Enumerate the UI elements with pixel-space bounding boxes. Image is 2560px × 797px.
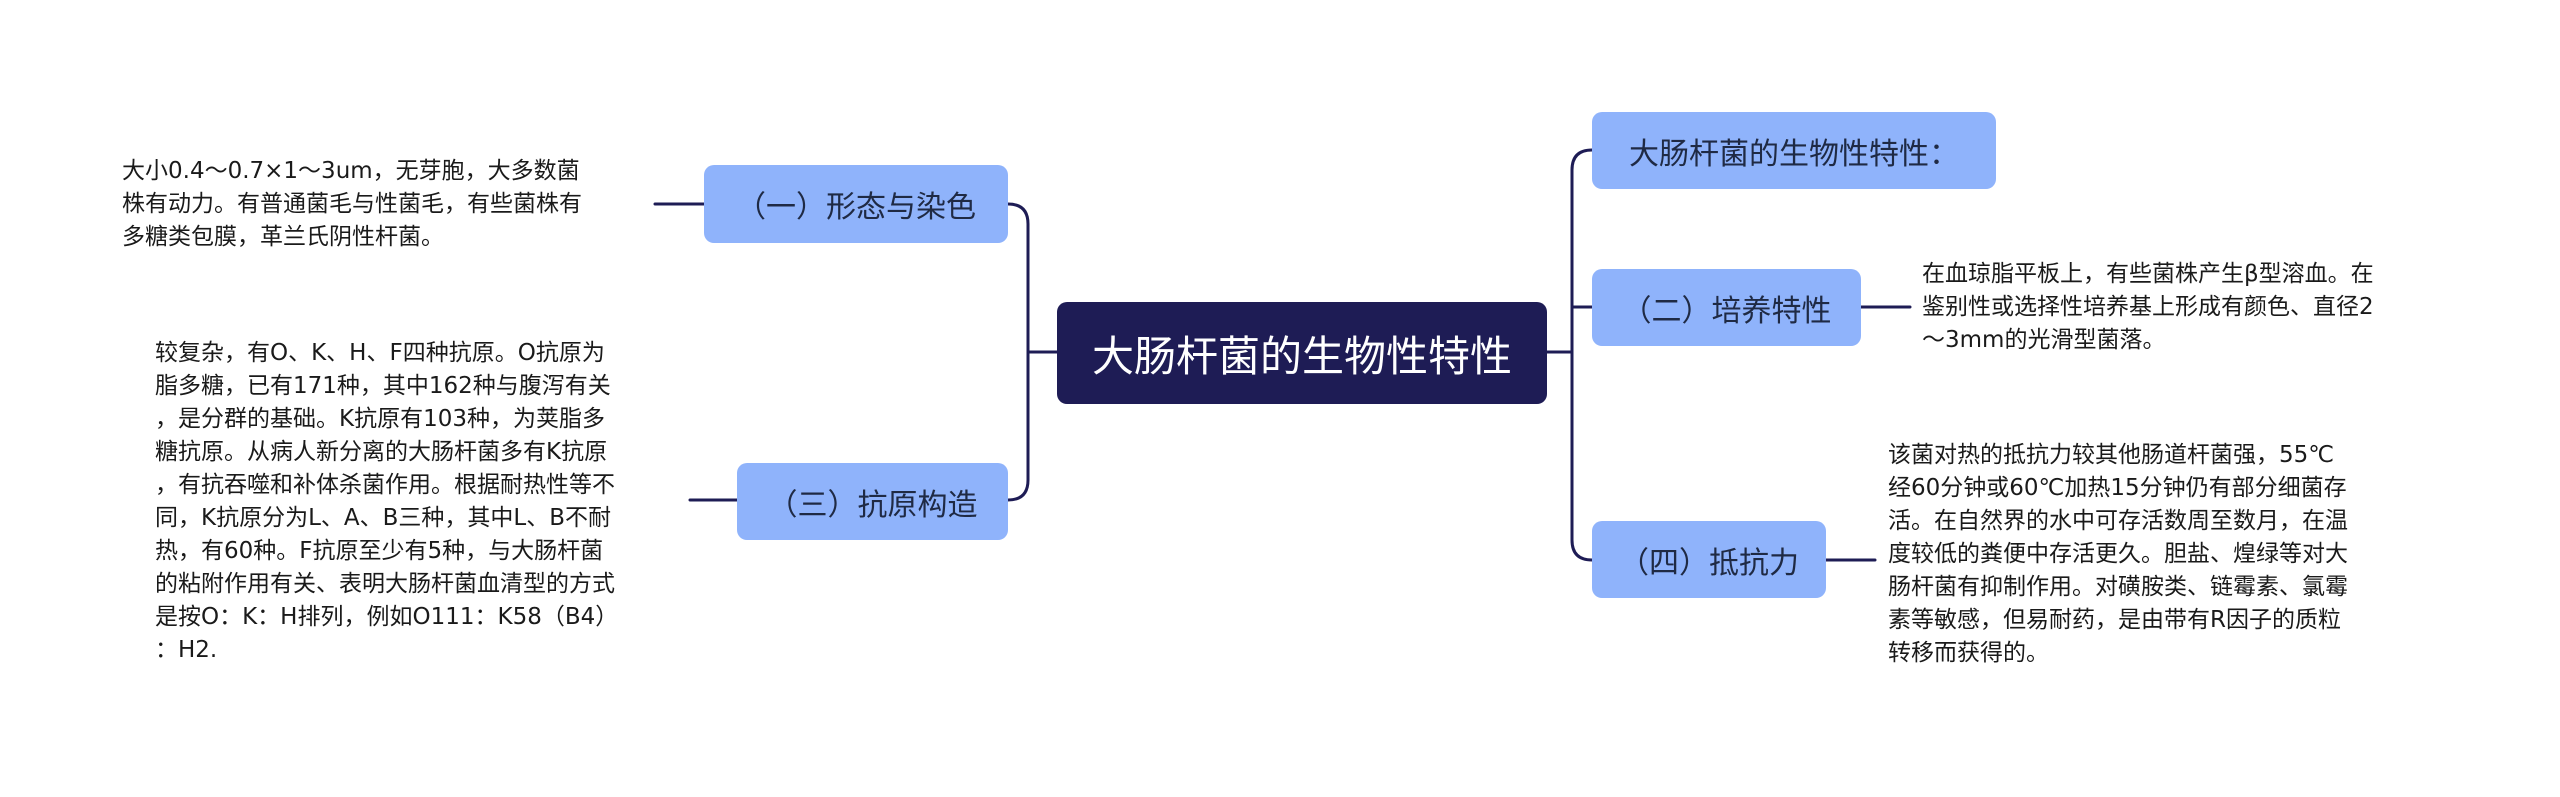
branch-label: （二）培养特性 — [1621, 293, 1832, 329]
branch-morphology-staining[interactable]: （一）形态与染色 — [704, 165, 1008, 243]
detail-culture-characteristics: 在血琼脂平板上，有些菌株产生β型溶血。在 鉴别性或选择性培养基上形成有颜色、直径… — [1922, 261, 2374, 353]
branch-label: （三）抗原构造 — [767, 487, 978, 523]
branch-culture-characteristics[interactable]: （二）培养特性 — [1592, 269, 1861, 346]
branch-label: （四）抵抗力 — [1619, 545, 1799, 581]
root-topic[interactable]: 大肠杆菌的生物性特性 — [1057, 302, 1547, 404]
connector-right-trunk — [1570, 148, 1594, 562]
detail-morphology-staining: 大小0.4～0.7×1～3um，无芽胞，大多数菌 株有动力。有普通菌毛与性菌毛，… — [122, 158, 582, 250]
branch-bio-characteristics[interactable]: 大肠杆菌的生物性特性： — [1592, 112, 1996, 189]
detail-resistance: 该菌对热的抵抗力较其他肠道杆菌强，55℃ 经60分钟或60℃加热15分钟仍有部分… — [1888, 442, 2348, 666]
root-topic-label: 大肠杆菌的生物性特性 — [1091, 331, 1512, 381]
branch-resistance[interactable]: （四）抵抗力 — [1592, 521, 1826, 598]
branch-antigen-structure[interactable]: （三）抗原构造 — [737, 463, 1008, 540]
detail-antigen-structure: 较复杂，有O、K、H、F四种抗原。O抗原为 脂多糖，已有171种，其中162种与… — [155, 340, 619, 663]
branch-label: （一）形态与染色 — [736, 190, 976, 225]
branch-label: 大肠杆菌的生物性特性： — [1629, 136, 1959, 172]
connector-left-trunk — [1006, 202, 1030, 502]
